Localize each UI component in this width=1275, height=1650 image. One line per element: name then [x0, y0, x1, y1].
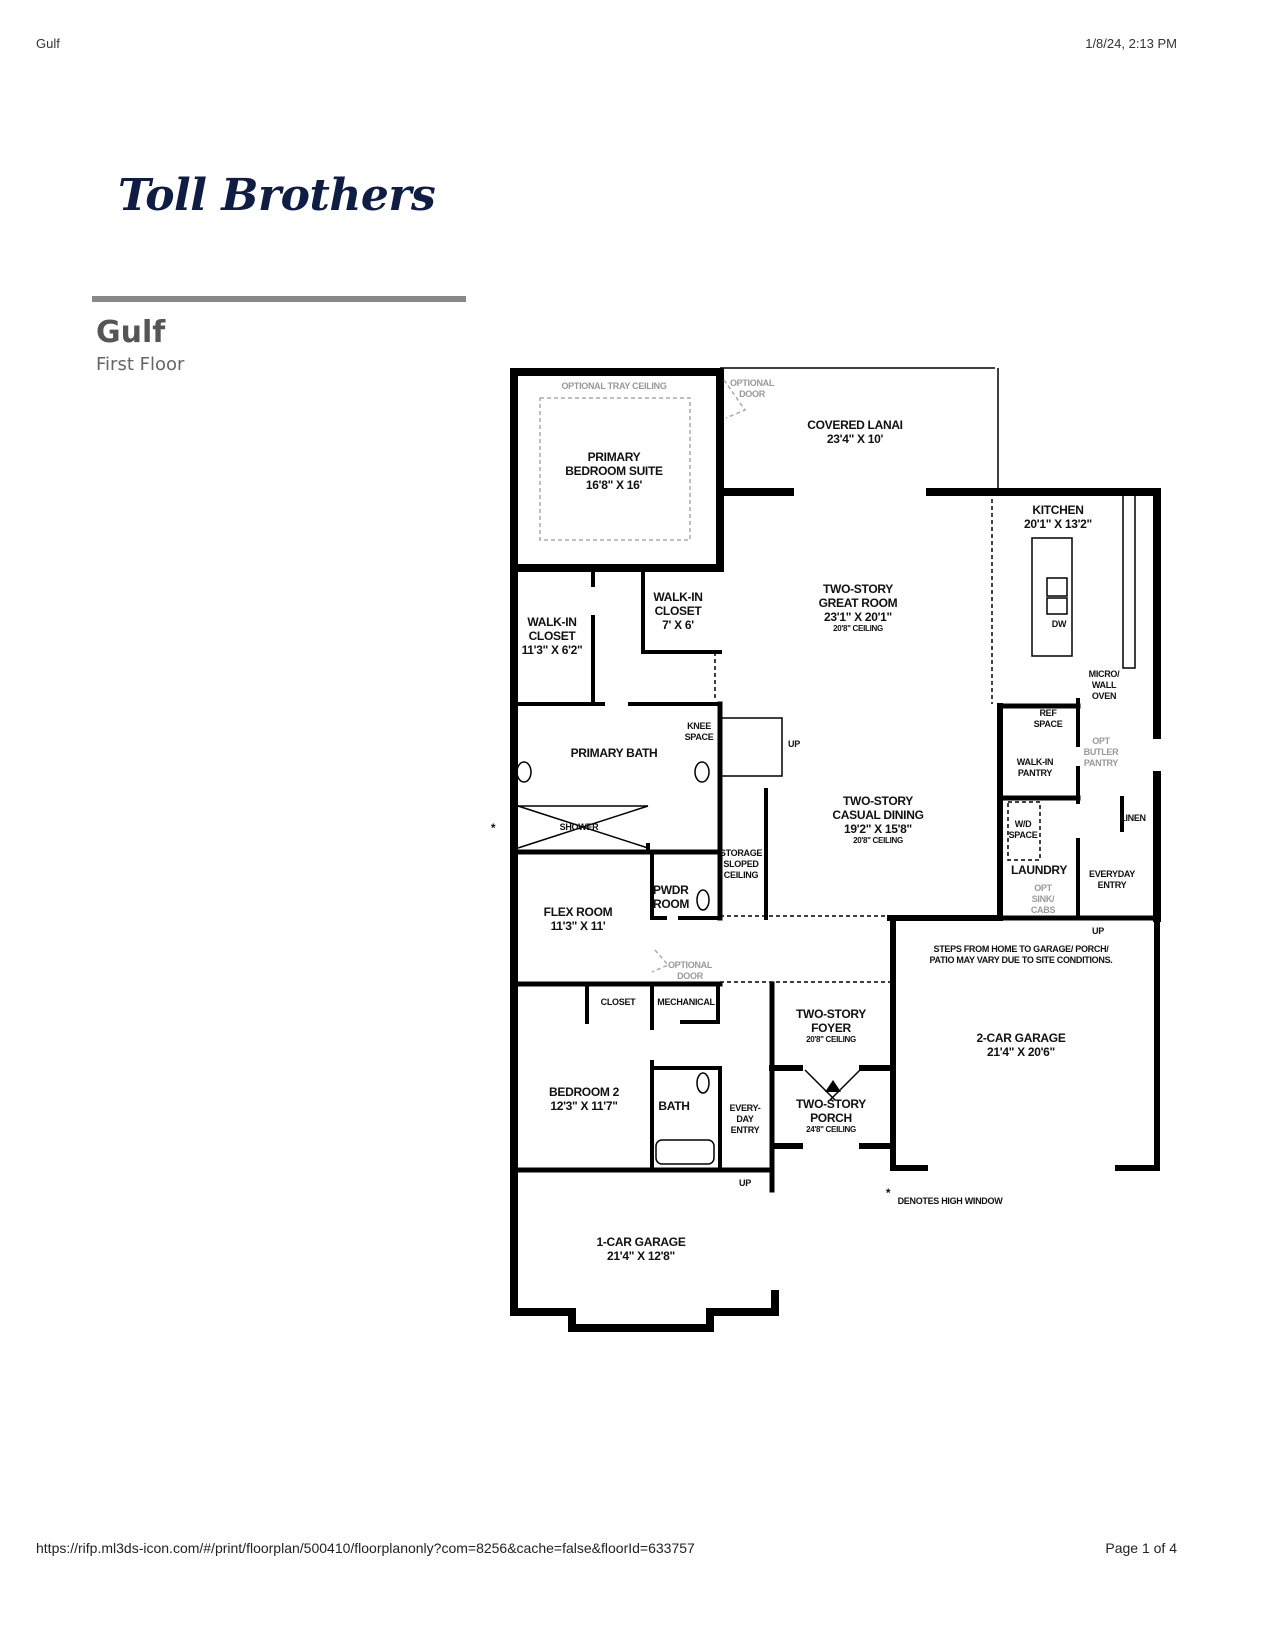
- entry-arrow-icon: [825, 1080, 841, 1092]
- label-optional-door-2: OPTIONAL DOOR: [667, 960, 713, 981]
- thin-lines: [516, 367, 1136, 1165]
- label-everyday-entry-right: EVERYDAY ENTRY: [1089, 869, 1135, 890]
- label-dishwasher: DW: [1051, 619, 1067, 629]
- label-up-right: UP: [1092, 926, 1104, 936]
- note-steps: STEPS FROM HOME TO GARAGE/ PORCH/ PATIO …: [929, 944, 1113, 965]
- divider: [92, 296, 466, 302]
- room-walk-in-pantry: WALK-IN PANTRY: [1016, 757, 1054, 778]
- label-tray-ceiling: OPTIONAL TRAY CEILING: [561, 381, 667, 391]
- label-opt-butler-pantry: OPT BUTLER PANTRY: [1083, 736, 1119, 768]
- walls: [510, 368, 1161, 1332]
- asterisk-icon: *: [885, 1186, 891, 1200]
- room-primary-bath: PRIMARY BATH: [570, 746, 658, 760]
- label-optional-door: OPTIONAL DOOR: [729, 378, 775, 399]
- browser-page-title: Gulf: [36, 36, 60, 51]
- dashed-lines: [714, 492, 1041, 983]
- label-storage: STORAGE SLOPED CEILING: [719, 848, 763, 880]
- print-datetime: 1/8/24, 2:13 PM: [1085, 36, 1177, 51]
- label-everyday-entry-left: EVERY- DAY ENTRY: [729, 1103, 761, 1135]
- label-ref-space: REF SPACE: [1033, 708, 1063, 729]
- label-up-left: UP: [739, 1178, 751, 1188]
- room-bath: BATH: [658, 1099, 690, 1113]
- high-window-asterisk-icon: *: [490, 821, 496, 835]
- label-stairs-up: UP: [788, 739, 800, 749]
- label-mechanical: MECHANICAL: [657, 997, 715, 1007]
- label-shower: SHOWER: [559, 822, 599, 832]
- label-closet: CLOSET: [600, 997, 636, 1007]
- label-opt-sink-cabs: OPT SINK/ CABS: [1030, 883, 1056, 915]
- toll-brothers-logo: Toll Brothers: [118, 170, 436, 221]
- page-number: Page 1 of 4: [1105, 1540, 1177, 1556]
- label-wd-space: W/D SPACE: [1008, 819, 1038, 840]
- floor-name: First Floor: [96, 354, 185, 375]
- label-knee-space: KNEE SPACE: [684, 721, 714, 742]
- page-url: https://rifp.ml3ds-icon.com/#/print/floo…: [36, 1540, 695, 1556]
- optional-lines: [539, 379, 747, 973]
- label-linen: LINEN: [1120, 813, 1146, 823]
- room-powder: PWDR ROOM: [653, 883, 690, 911]
- note-high-window: DENOTES HIGH WINDOW: [897, 1196, 1003, 1206]
- label-micro-wall-oven: MICRO/ WALL OVEN: [1088, 669, 1120, 701]
- plan-name: Gulf: [96, 315, 166, 350]
- room-laundry: LAUNDRY: [1010, 863, 1068, 877]
